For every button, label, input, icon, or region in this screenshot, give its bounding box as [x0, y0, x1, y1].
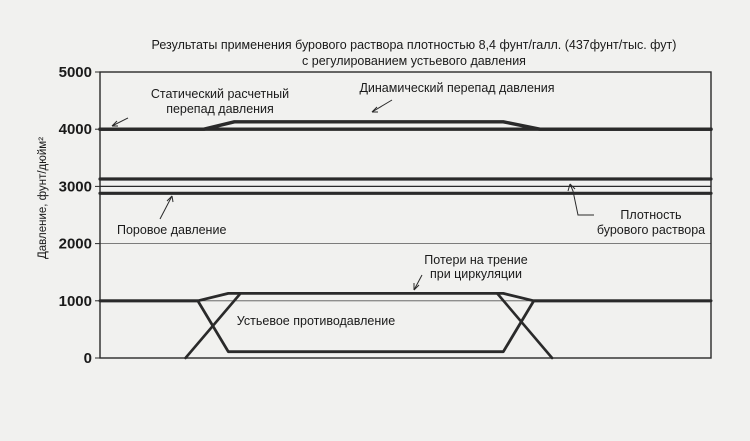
annotation-pore-line-1: Поровое давление [117, 223, 226, 237]
tick-layer: 0 1000 2000 3000 4000 5000 [59, 64, 100, 367]
leader-pore-arrow [166, 195, 174, 203]
annotation-mud-line-2: бурового раствора [597, 223, 705, 237]
y-axis-label: Давление, фунт/дюйм² [37, 137, 49, 259]
leader-friction [413, 274, 423, 291]
chart-subtitle: с регулированием устьевого давления [302, 54, 526, 68]
grid-layer [100, 128, 711, 302]
series-layer [98, 120, 713, 360]
y-tick-label-5000: 5000 [59, 64, 92, 81]
annotation-mud-line-1: Плотность [620, 208, 681, 222]
annotation-choke-line-1: Устьевое противодавление [237, 314, 395, 328]
annotation-friction-line-1: Потери на трение [424, 253, 527, 267]
series-line-friction-ramp-right [495, 292, 554, 360]
annotation-static-line-1: Статический расчетный [151, 87, 289, 101]
leader-layer [111, 99, 594, 291]
y-tick-label-0: 0 [84, 350, 92, 367]
leader-static [111, 117, 129, 127]
annotation-static-line-2: перепад давления [166, 102, 274, 116]
y-tick-label-3000: 3000 [59, 178, 92, 195]
series-line-choke [98, 299, 713, 354]
annotation-friction-line-2: при циркуляции [430, 267, 522, 281]
leader-pore [159, 195, 173, 220]
y-tick-label-4000: 4000 [59, 121, 92, 138]
series-line-friction-ramp-left [184, 292, 242, 360]
leader-mud-arrow [567, 183, 576, 192]
leader-mud [569, 183, 594, 216]
plot-frame [99, 71, 712, 359]
leader-dynamic-arrow [371, 106, 378, 113]
leader-static-arrow [111, 120, 118, 127]
y-tick-label-1000: 1000 [59, 293, 92, 310]
annotation-dynamic-line-1: Динамический перепад давления [359, 81, 554, 95]
leader-dynamic [371, 99, 393, 113]
chart-title: Результаты применения бурового раствора … [152, 38, 677, 52]
y-tick-label-2000: 2000 [59, 236, 92, 253]
series-line-dynamic [98, 120, 713, 131]
leader-friction-arrow [413, 283, 420, 291]
